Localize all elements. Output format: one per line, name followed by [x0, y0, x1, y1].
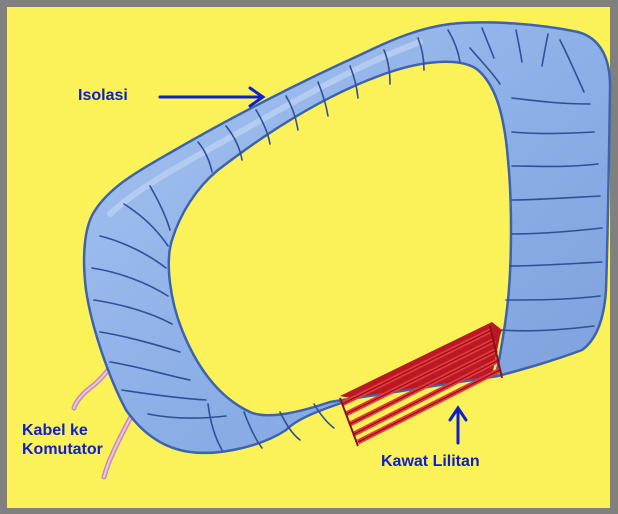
kabel-ke-komutator-label: Kabel ke Komutator — [22, 421, 103, 459]
kawat-lilitan-label: Kawat Lilitan — [381, 452, 480, 471]
winding-wires — [340, 322, 502, 446]
isolasi-arrow — [160, 88, 263, 106]
kawat-lilitan-arrow — [450, 408, 466, 443]
kabel-label-line2: Komutator — [22, 440, 103, 459]
isolasi-label: Isolasi — [78, 86, 128, 105]
kabel-label-line1: Kabel ke — [22, 421, 103, 440]
